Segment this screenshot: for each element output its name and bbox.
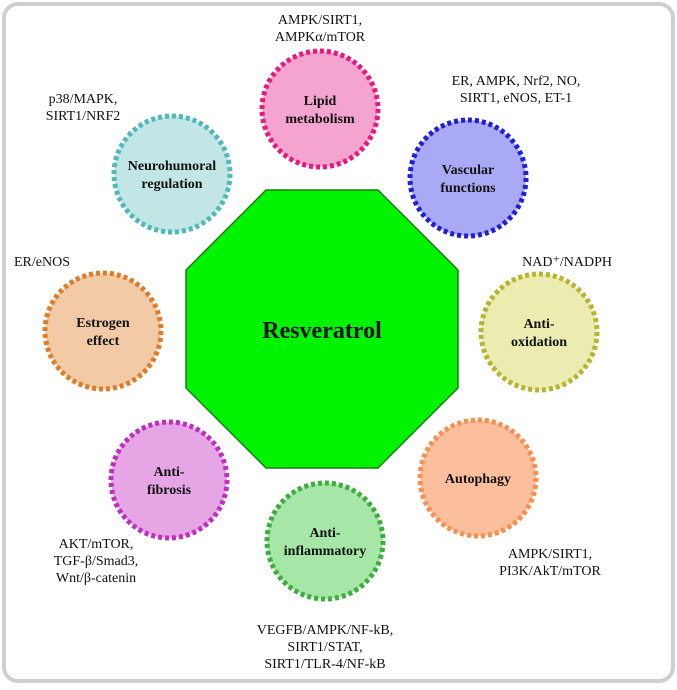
lipid-metabolism-circle [259,48,381,170]
lipid-metabolism-pathway-label: AMPKα/mTOR [275,30,366,45]
neurohumoral-regulation-label-line: regulation [141,177,202,192]
vascular-functions-pathway-label: ER, AMPK, Nrf2, NO, [452,74,581,89]
anti-fibrosis-pathway-label: AKT/mTOR, [59,537,134,552]
estrogen-effect-pathway-label: ER/eNOS [14,255,70,270]
node-neurohumoral-regulation: Neurohumoral regulation p38/MAPK, SIRT1/NRF… [46,92,233,235]
anti-inflammatory-pathway-label: SIRT1/TLR-4/NF-kB [264,657,385,672]
node-vascular-functions: Vascular functions ER, AMPK, Nrf2, NO, SIRT… [407,74,581,239]
node-estrogen-effect: Estrogen effect ER/eNOS [14,255,164,392]
nodes-layer: LipidmetabolismAMPK/SIRT1,AMPKα/mTORVasc… [14,13,612,672]
anti-oxidation-label-line: Anti- [523,317,554,332]
vascular-functions-label-line: Vascular [442,163,494,178]
vascular-functions-label-line: functions [440,181,496,196]
node-anti-oxidation: Anti-oxidation NAD⁺/NADPH [478,255,612,393]
lipid-metabolism-label-line: Lipid [304,94,337,109]
neurohumoral-regulation-pathway-label: p38/MAPK, [49,92,118,107]
autophagy-label-line: Autophagy [445,472,511,487]
anti-fibrosis-label-line: fibrosis [147,483,192,498]
vascular-functions-pathway-label: SIRT1, eNOS, ET-1 [460,91,572,106]
estrogen-effect-label-line: Estrogen [76,316,130,331]
anti-fibrosis-label-line: Anti- [153,465,184,480]
anti-oxidation-circle [478,271,600,393]
neurohumoral-regulation-circle [111,113,233,235]
vascular-functions-circle [407,117,529,239]
anti-inflammatory-circle [264,480,386,602]
autophagy-pathway-label: AMPK/SIRT1, [508,547,592,562]
anti-fibrosis-pathway-label: Wnt/β-catenin [56,571,136,586]
anti-oxidation-pathway-label: NAD⁺/NADPH [522,255,612,270]
anti-inflammatory-pathway-label: SIRT1/STAT, [287,640,362,655]
lipid-metabolism-pathway-label: AMPK/SIRT1, [278,13,362,28]
anti-inflammatory-pathway-label: VEGFB/AMPK/NF-kB, [257,623,394,638]
neurohumoral-regulation-pathway-label: SIRT1/NRF2 [46,109,121,124]
autophagy-pathway-label: PI3K/AkT/mTOR [499,564,601,579]
node-lipid-metabolism: Lipid metabolism AMPK/SIRT1, AMPKα/mTOR [259,13,381,170]
center-label: Resveratrol [262,318,382,344]
anti-inflammatory-label-line: Anti- [309,526,340,541]
lipid-metabolism-label-line: metabolism [285,112,355,127]
anti-oxidation-label-line: oxidation [511,335,567,350]
neurohumoral-regulation-label-line: Neurohumoral [128,159,217,174]
anti-inflammatory-label-line: inflammatory [284,544,366,559]
anti-fibrosis-pathway-label: TGF-β/Smad3, [54,554,139,569]
estrogen-effect-label-line: effect [87,334,120,349]
center-octagon [185,189,459,469]
anti-fibrosis-circle [108,419,230,541]
estrogen-effect-circle [42,270,164,392]
autophagy-circle [417,417,539,539]
